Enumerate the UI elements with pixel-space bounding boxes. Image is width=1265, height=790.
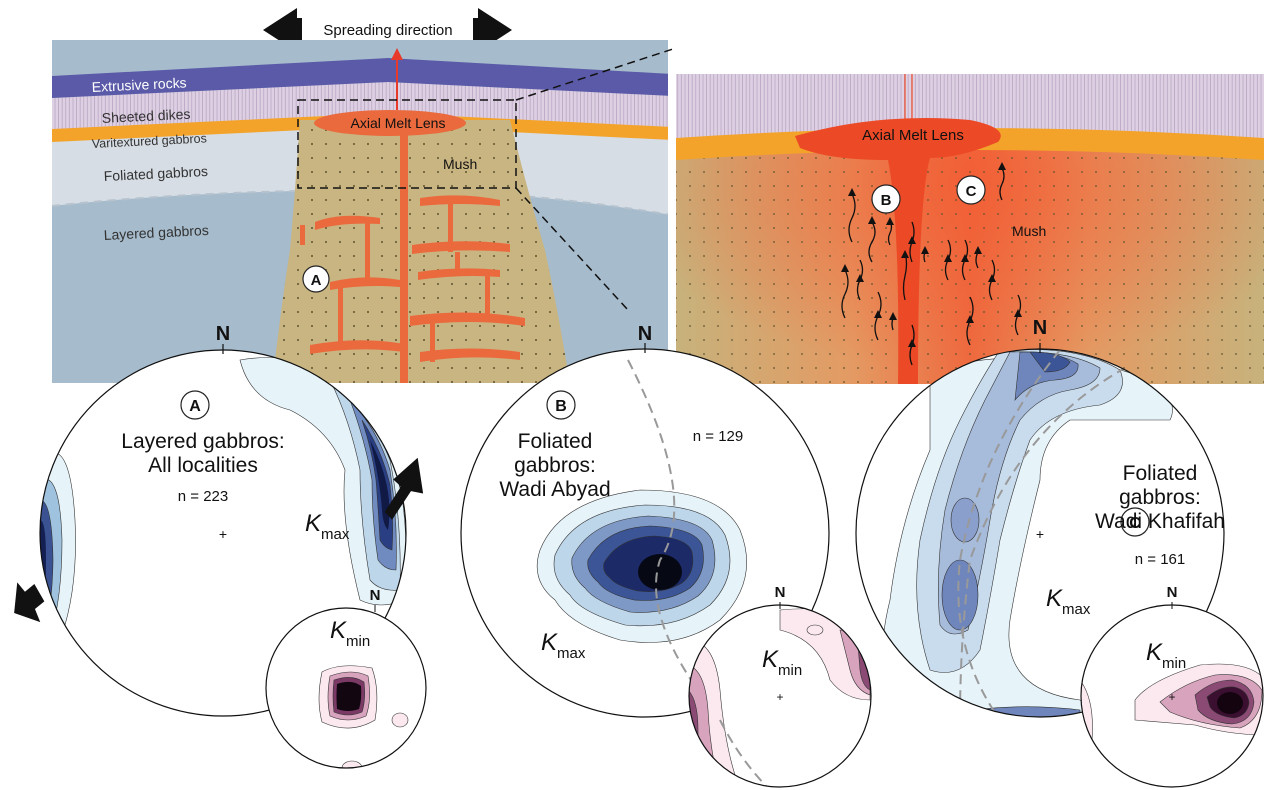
- melt-sills: [300, 110, 525, 383]
- inset-b-north: N: [775, 584, 786, 601]
- stereonet-b-title-2: gabbros:: [514, 454, 596, 477]
- stereonet-c-n: n = 161: [1135, 551, 1185, 568]
- inset-c-north: N: [1167, 584, 1178, 601]
- shear-arrow-right-icon: [384, 457, 424, 520]
- label-axial-melt-lens: Axial Melt Lens: [351, 115, 446, 131]
- stereonet-c-title-2: gabbros:: [1119, 486, 1201, 509]
- stereonet-c-title-1: Foliated: [1123, 462, 1198, 485]
- zoom-label-mush: Mush: [1012, 223, 1046, 239]
- svg-text:C: C: [966, 183, 977, 200]
- zoom-marker-b: B: [871, 184, 901, 214]
- label-mush: Mush: [443, 156, 477, 172]
- stereonet-b-kmax: Kmax: [541, 629, 586, 662]
- svg-text:B: B: [555, 398, 567, 415]
- stereonet-b-kmax-contours: [536, 359, 747, 717]
- inset-c-center: +: [1168, 690, 1175, 704]
- sheeted-dikes-pattern: [52, 82, 668, 129]
- stereonet-b-title-3: Wadi Abyad: [499, 478, 610, 501]
- label-sheeted: Sheeted dikes: [101, 106, 190, 126]
- zoom-connector-top: [515, 47, 677, 101]
- flow-arrowheads: [841, 162, 1022, 347]
- stereonet-a-title-2: All localities: [148, 454, 258, 477]
- stereonet-c-marker: C: [1120, 507, 1150, 537]
- marker-a: A: [302, 265, 330, 293]
- label-varitextured: Varitextured gabbros: [91, 131, 207, 151]
- svg-text:B: B: [881, 192, 892, 209]
- stereonet-b-north: N: [638, 323, 652, 345]
- inset-a-north: N: [370, 587, 381, 604]
- inset-c-kmin: Kmin: [1146, 639, 1186, 672]
- stereonet-a-kmax: Kmax: [305, 510, 350, 543]
- svg-text:A: A: [189, 398, 201, 415]
- stereonet-a-marker: A: [180, 390, 210, 420]
- inset-c-contours: [1081, 663, 1263, 741]
- stereonet-c-kmax: Kmax: [1046, 585, 1091, 618]
- label-layered: Layered gabbros: [103, 222, 209, 243]
- inset-a-contours: [318, 665, 409, 768]
- stereonet-b-n: n = 129: [693, 428, 743, 445]
- zoom-panel: Axial Melt Lens Mush: [676, 74, 1264, 384]
- zoom-connector-bottom: [515, 187, 629, 311]
- up-arrow-icon: [391, 48, 403, 60]
- cross-section: Extrusive rocks Sheeted dikes Varitextur…: [52, 40, 668, 383]
- zoom-melt-lens: [795, 118, 1001, 384]
- shear-arrow-left-icon: [14, 582, 45, 623]
- spreading-direction-label: Spreading direction: [323, 22, 452, 39]
- label-extrusive: Extrusive rocks: [91, 74, 187, 95]
- stereonet-a-center: +: [219, 526, 227, 542]
- stereonet-c-north: N: [1033, 317, 1047, 339]
- inset-b-kmin: Kmin: [762, 646, 802, 679]
- zoom-marker-c: C: [956, 175, 986, 205]
- svg-text:C: C: [1129, 515, 1141, 532]
- stereonet-c-title-3: Wadi Khafifah: [1095, 510, 1225, 533]
- stereonet-a-kmin-inset: N Kmin: [265, 587, 427, 769]
- stereonet-b-marker: B: [546, 390, 576, 420]
- stereonet-c-center: +: [1036, 526, 1044, 542]
- inset-b-center: +: [776, 690, 783, 704]
- stereonet-b-title-1: Foliated: [518, 430, 593, 453]
- stereonet-c-kmin-inset: N + Kmin: [1080, 584, 1264, 788]
- zoom-box: [297, 99, 517, 189]
- svg-text:A: A: [311, 272, 322, 289]
- stereonet-a-n: n = 223: [178, 488, 228, 505]
- stereonet-a-title-1: Layered gabbros:: [121, 430, 284, 453]
- inset-a-kmin: Kmin: [330, 617, 370, 650]
- label-foliated: Foliated gabbros: [103, 163, 208, 184]
- stereonet-a-north: N: [216, 323, 230, 345]
- zoom-label-axial-melt-lens: Axial Melt Lens: [862, 127, 964, 144]
- extrusive-rocks-layer: [52, 58, 668, 98]
